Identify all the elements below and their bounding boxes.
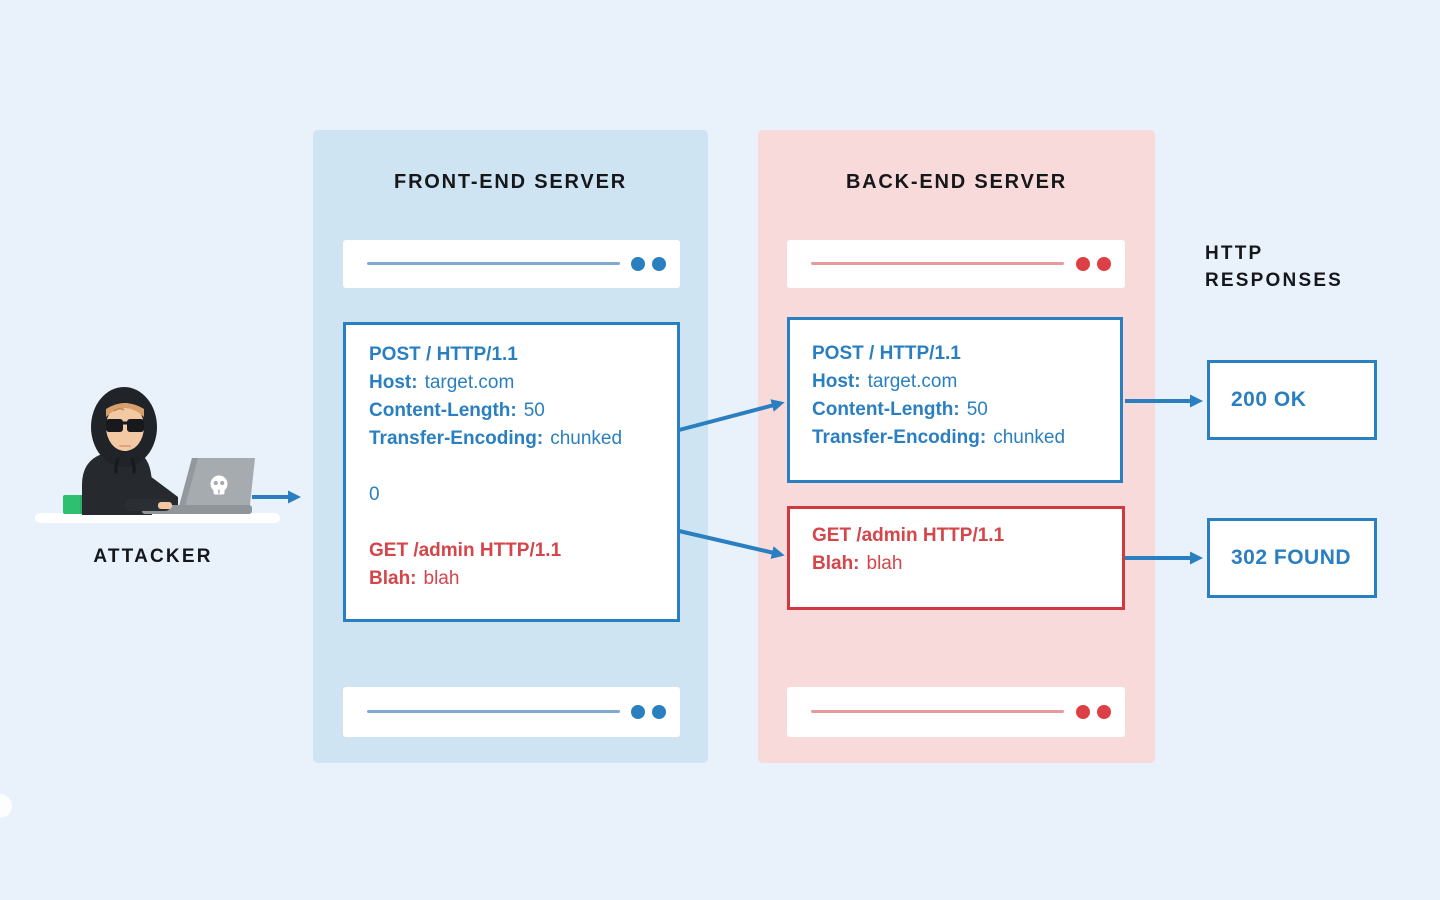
- host-header: Host: target.com: [812, 368, 1102, 396]
- transfer-encoding-header: Transfer-Encoding: chunked: [369, 425, 659, 453]
- frontend-server-panel: FRONT-END SERVER POST / HTTP/1.1 Host: ta…: [313, 130, 708, 763]
- backend-server-title: BACK-END SERVER: [845, 171, 1068, 193]
- response-label: 200 OK: [1231, 388, 1307, 411]
- header-label: Host:: [369, 372, 418, 393]
- request-start-line: POST / HTTP/1.1: [812, 343, 961, 364]
- header-value: target.com: [867, 371, 958, 392]
- header-label: Blah:: [812, 553, 860, 574]
- http-responses-title: HTTP RESPONSES: [1205, 240, 1343, 294]
- decorative-edge-blob: [0, 794, 12, 818]
- header-value: blah: [423, 568, 460, 589]
- window-dot: [631, 705, 645, 719]
- window-dot: [1076, 257, 1090, 271]
- frontend-request-box: POST / HTTP/1.1 Host: target.com Content-…: [343, 322, 680, 622]
- content-length-header: Content-Length: 50: [812, 396, 1102, 424]
- attacker-label: ATTACKER: [93, 546, 213, 567]
- request-start-line: POST / HTTP/1.1: [369, 344, 518, 365]
- window-dot: [652, 705, 666, 719]
- window-dot: [631, 257, 645, 271]
- window-dot: [652, 257, 666, 271]
- smuggled-header: Blah: blah: [812, 550, 1104, 578]
- header-value: chunked: [550, 428, 623, 449]
- header-value: blah: [866, 553, 903, 574]
- blank-line: [369, 453, 659, 481]
- smuggled-start-line: GET /admin HTTP/1.1: [369, 540, 562, 561]
- smuggled-start-line: GET /admin HTTP/1.1: [812, 525, 1005, 546]
- header-value: 50: [523, 400, 545, 421]
- header-value: 50: [966, 399, 988, 420]
- http-responses-title-line1: HTTP: [1205, 243, 1264, 264]
- header-label: Transfer-Encoding:: [369, 428, 544, 449]
- header-label: Content-Length:: [812, 399, 960, 420]
- attacker-illustration: [35, 387, 280, 523]
- sunglasses: [106, 419, 144, 432]
- window-bar-line: [367, 710, 620, 713]
- backend-first-request-box: POST / HTTP/1.1 Host: target.com Content-…: [787, 317, 1123, 483]
- frontend-bottom-window-bar: [343, 687, 680, 737]
- header-value: chunked: [993, 427, 1066, 448]
- blank-line: [369, 509, 659, 537]
- header-label: Host:: [812, 371, 861, 392]
- window-dot: [1097, 257, 1111, 271]
- skull-icon: [210, 475, 228, 495]
- backend-server-panel: BACK-END SERVER POST / HTTP/1.1 Host: tar…: [758, 130, 1155, 763]
- header-label: Content-Length:: [369, 400, 517, 421]
- chunk-terminator: 0: [369, 484, 380, 505]
- attacker-head: [91, 387, 157, 474]
- backend-bottom-window-bar: [787, 687, 1125, 737]
- host-header: Host: target.com: [369, 369, 659, 397]
- transfer-encoding-header: Transfer-Encoding: chunked: [812, 424, 1102, 452]
- frontend-top-window-bar: [343, 240, 680, 288]
- desk: [35, 513, 280, 523]
- http-responses-title-line2: RESPONSES: [1205, 270, 1344, 291]
- window-bar-line: [811, 710, 1064, 713]
- response-label: 302 FOUND: [1231, 546, 1352, 569]
- window-dot: [1076, 705, 1090, 719]
- frontend-server-title: FRONT-END SERVER: [394, 171, 627, 193]
- response-box-200: 200 OK: [1207, 360, 1377, 440]
- content-length-header: Content-Length: 50: [369, 397, 659, 425]
- window-dot: [1097, 705, 1111, 719]
- window-bar-line: [367, 262, 620, 265]
- window-bar-line: [811, 262, 1064, 265]
- hand: [158, 502, 172, 509]
- header-label: Transfer-Encoding:: [812, 427, 987, 448]
- smuggled-header: Blah: blah: [369, 565, 659, 593]
- backend-top-window-bar: [787, 240, 1125, 288]
- header-label: Blah:: [369, 568, 417, 589]
- backend-smuggled-request-box: GET /admin HTTP/1.1 Blah: blah: [787, 506, 1125, 610]
- response-box-302: 302 FOUND: [1207, 518, 1377, 598]
- header-value: target.com: [424, 372, 515, 393]
